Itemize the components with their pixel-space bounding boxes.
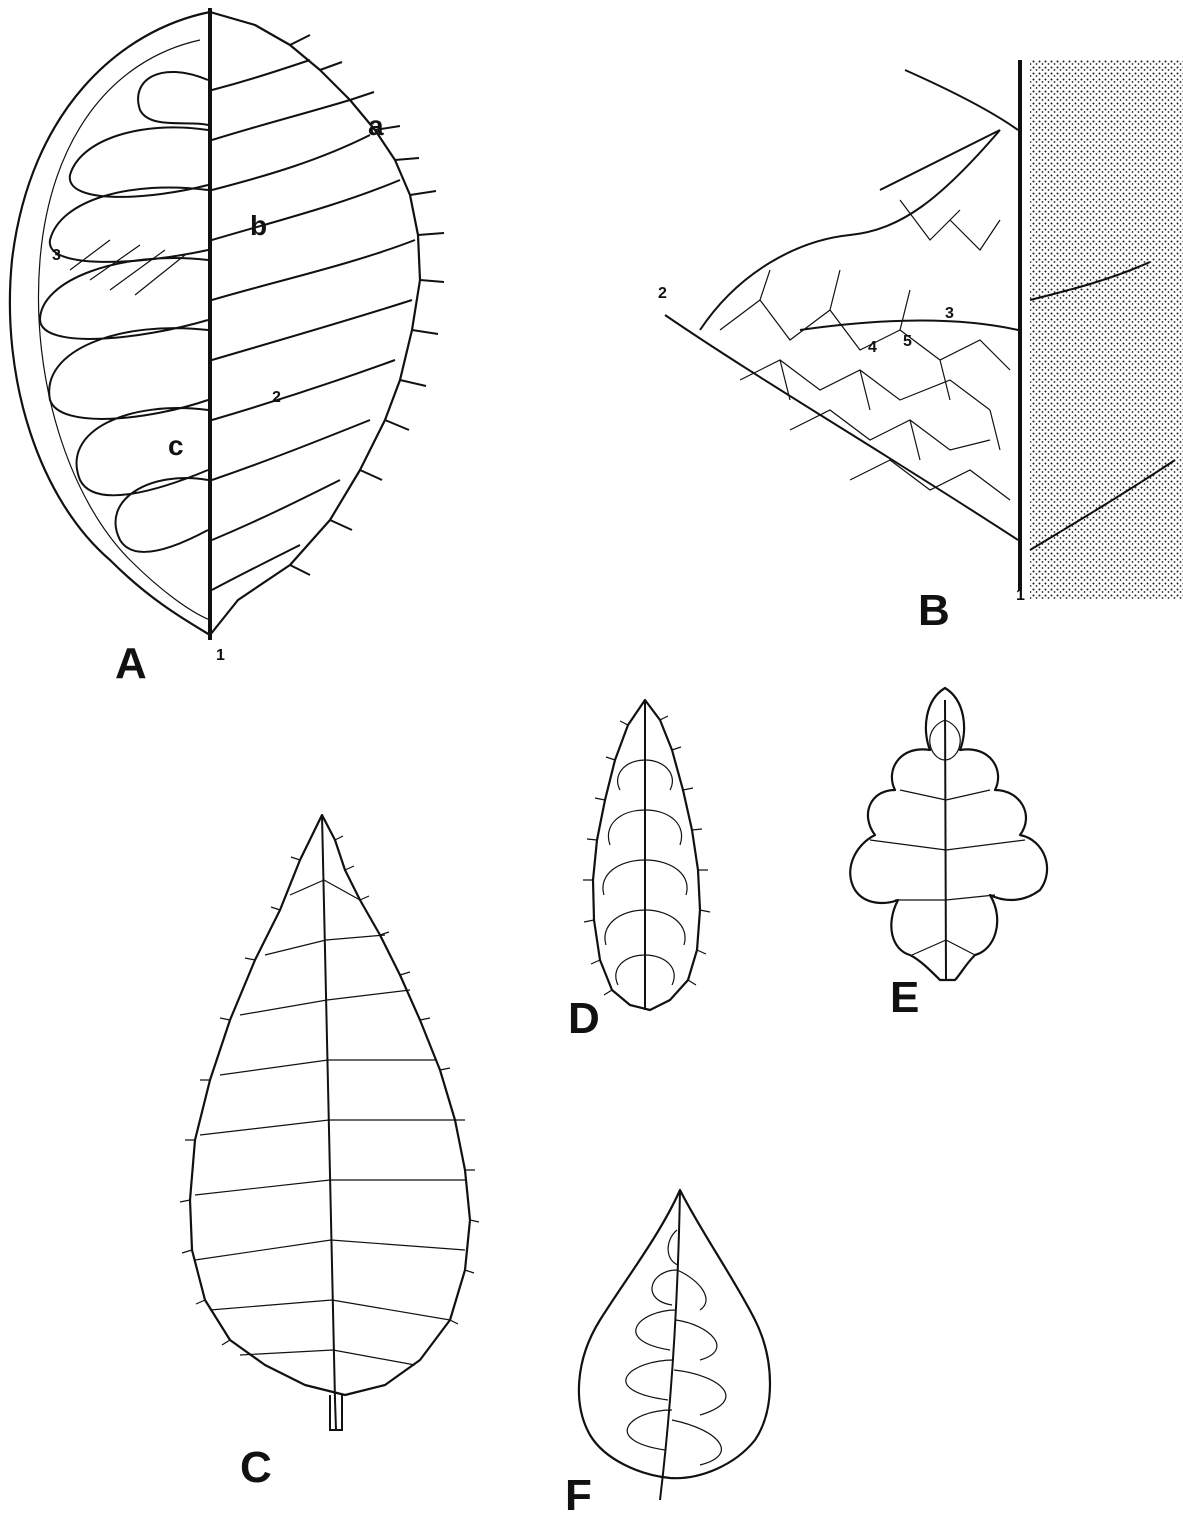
vein-order-3-label-b: 3 (945, 305, 954, 322)
vein-order-4-label-b: 4 (868, 339, 877, 356)
panel-d-leaf (583, 700, 710, 1010)
panel-label-d: D (568, 994, 600, 1043)
panel-e-leaf (850, 688, 1047, 980)
vein-order-1-label-b: 1 (1016, 587, 1025, 604)
vein-order-2-label-a: 2 (272, 389, 281, 406)
vein-order-1-label-a: 1 (216, 647, 225, 664)
panel-label-c: C (240, 1443, 272, 1492)
panel-f-leaf (579, 1190, 770, 1500)
callout-a: a (368, 110, 384, 141)
panel-label-f: F (565, 1471, 592, 1519)
vein-order-2-label-b: 2 (658, 285, 667, 302)
panel-b-venation-detail (665, 60, 1183, 600)
callout-c: c (168, 430, 184, 461)
vein-order-5-label-b: 5 (903, 333, 912, 350)
panel-label-e: E (890, 973, 919, 1022)
panel-label-a: A (115, 639, 147, 688)
panel-label-b: B (918, 586, 950, 635)
callout-b: b (250, 210, 267, 241)
panel-c-leaf (180, 815, 479, 1430)
panel-a-leaf (10, 8, 444, 640)
vein-order-3-label-a: 3 (52, 247, 61, 264)
